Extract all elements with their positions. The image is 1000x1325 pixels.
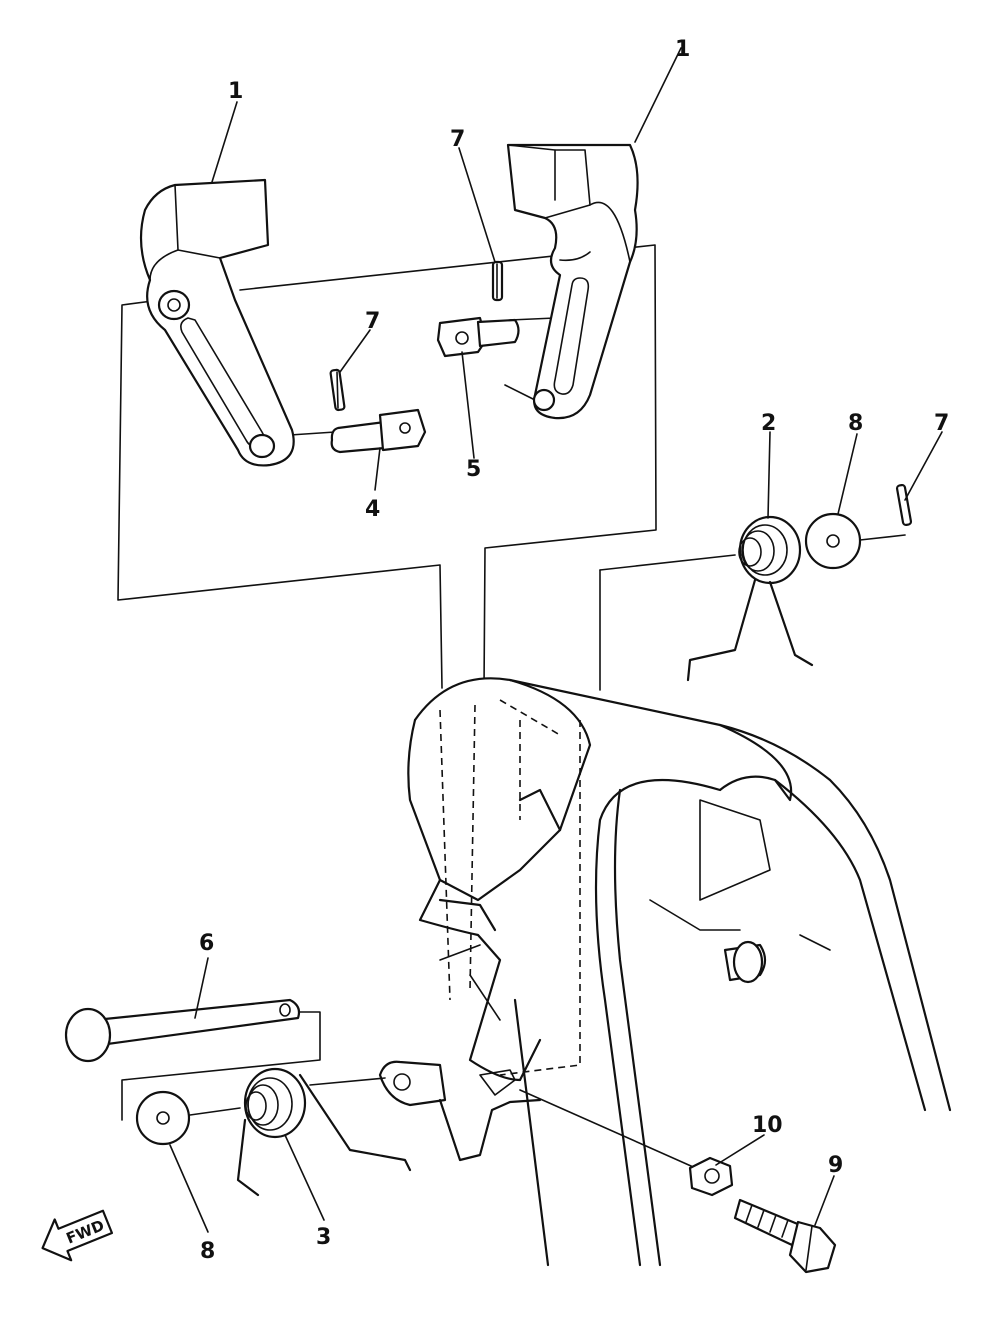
callout-2: 2 bbox=[761, 411, 776, 436]
clevis-pin-4 bbox=[330, 408, 427, 454]
callout-4: 4 bbox=[365, 497, 380, 522]
callout-numbers: 1 1 7 7 7 4 5 2 8 6 8 3 10 9 bbox=[199, 37, 949, 1264]
pivot-pin-6 bbox=[64, 998, 321, 1121]
callout-1-left: 1 bbox=[228, 79, 243, 104]
cotter-pin-mid bbox=[329, 368, 346, 412]
nut-10 bbox=[688, 1156, 734, 1197]
callout-9: 9 bbox=[828, 1153, 843, 1178]
torsion-spring-2 bbox=[686, 515, 814, 682]
callout-7-top: 7 bbox=[450, 127, 465, 152]
callout-7-mid: 7 bbox=[365, 309, 380, 334]
cotter-pin-top bbox=[491, 260, 504, 302]
bolt-guide-line bbox=[519, 1089, 701, 1171]
clevis-pin-5 bbox=[436, 316, 520, 358]
callout-8-left: 8 bbox=[200, 1239, 215, 1264]
washer-right bbox=[804, 512, 862, 570]
lever-left bbox=[139, 178, 295, 467]
lever-right bbox=[506, 143, 639, 420]
assembly-frame-lines bbox=[117, 244, 906, 691]
callout-1-right: 1 bbox=[675, 37, 690, 62]
callout-8-right: 8 bbox=[848, 411, 863, 436]
callout-7-right: 7 bbox=[934, 411, 949, 436]
bolt-9 bbox=[733, 1198, 837, 1274]
washer-left bbox=[135, 1090, 191, 1146]
torsion-spring-3 bbox=[189, 1067, 412, 1197]
callout-3: 3 bbox=[316, 1225, 331, 1250]
cotter-pin-right bbox=[895, 483, 913, 527]
forward-arrow-icon: FWD bbox=[41, 1209, 114, 1262]
callout-5: 5 bbox=[466, 457, 481, 482]
swivel-bracket bbox=[378, 677, 952, 1267]
callout-6: 6 bbox=[199, 931, 214, 956]
leader-lines bbox=[169, 47, 943, 1233]
shaft-line bbox=[513, 998, 550, 1267]
callout-10: 10 bbox=[752, 1113, 783, 1138]
